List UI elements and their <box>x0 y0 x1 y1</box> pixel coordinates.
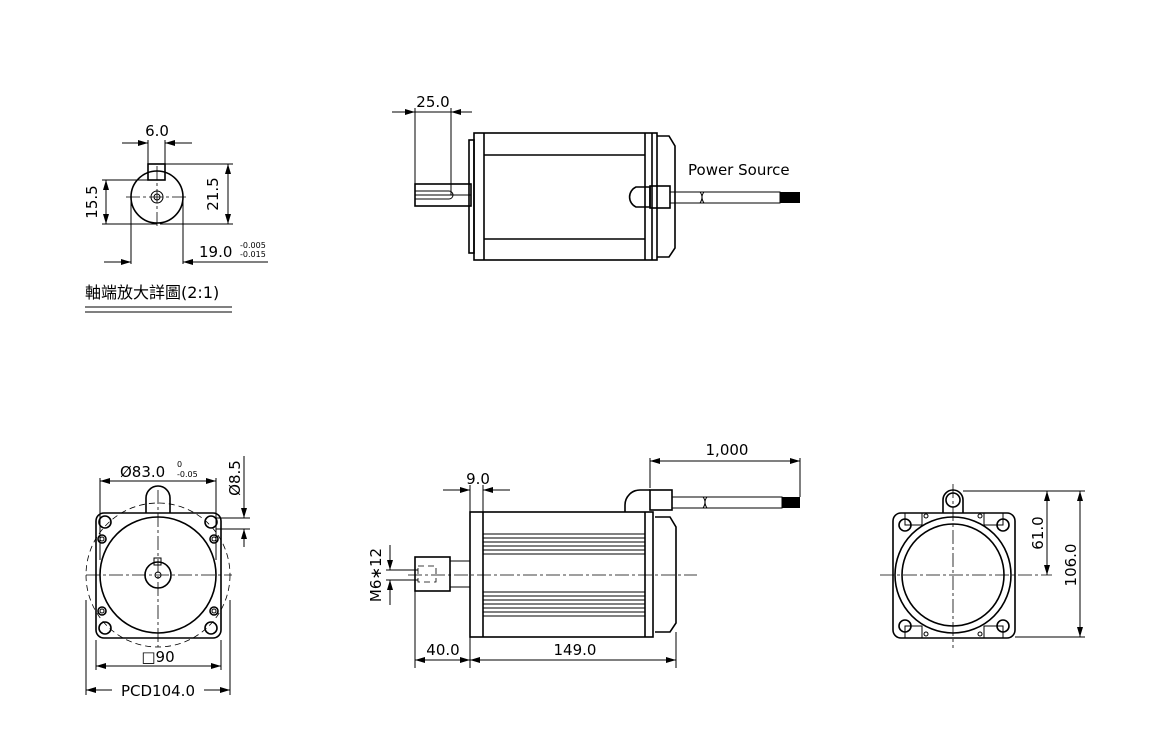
dim-shaft-length-top: 25.0 <box>416 93 449 111</box>
dim-21-5: 21.5 <box>204 177 222 210</box>
dim-thread: M6∗12 <box>367 548 385 602</box>
dim-shaft-dia: 19.0 <box>199 243 232 261</box>
dim-key-width: 6.0 <box>145 122 169 140</box>
dim-pcd: PCD104.0 <box>121 682 195 700</box>
dim-tol-lower: -0.015 <box>240 250 266 259</box>
dim-hole-dia: Ø8.5 <box>226 460 244 496</box>
dim-pilot-dia: Ø83.0 <box>120 463 165 481</box>
dim-tol-upper: -0.005 <box>240 241 266 250</box>
side-view: 1,000 9.0 M6∗12 40.0 149.0 <box>367 441 801 668</box>
power-source-label: Power Source <box>688 161 790 179</box>
dim-61: 61.0 <box>1029 516 1047 549</box>
top-side-view: 25.0 Power Source <box>392 93 800 261</box>
dim-flange: 9.0 <box>466 470 490 488</box>
dim-body-length: 149.0 <box>554 641 597 659</box>
dim-15-5: 15.5 <box>83 185 101 218</box>
dim-pilot-tol-lower: -0.05 <box>177 470 198 479</box>
rear-view: 61.0 106.0 <box>880 484 1085 648</box>
shaft-end-detail: 6.0 15.5 21.5 19.0 -0.005 -0.015 軸端放大詳圖(… <box>83 122 268 313</box>
cooling-fins <box>483 533 645 617</box>
dim-106: 106.0 <box>1062 544 1080 587</box>
dim-cable-length: 1,000 <box>706 441 749 459</box>
detail-title: 軸端放大詳圖(2:1) <box>85 283 219 302</box>
front-view: Ø83.0 0 -0.05 Ø8.5 □90 PCD104.0 <box>85 456 250 700</box>
dim-square: □90 <box>141 648 174 666</box>
dim-shaft-length: 40.0 <box>426 641 459 659</box>
dim-pilot-tol-upper: 0 <box>177 460 182 469</box>
